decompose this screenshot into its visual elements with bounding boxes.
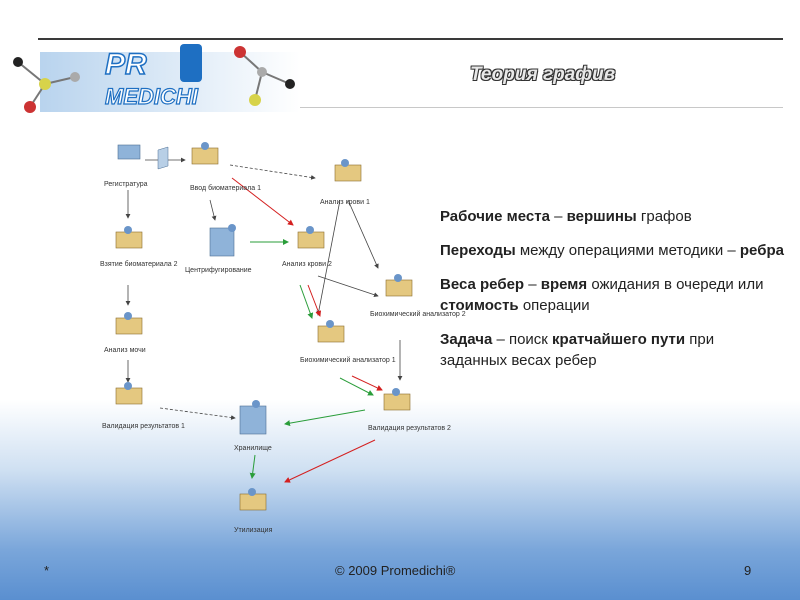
- edge: [284, 409, 366, 427]
- graph-node-vvod: Ввод биоматериала 1: [190, 142, 261, 192]
- person-icon: [392, 388, 400, 396]
- edge: [316, 199, 341, 316]
- edge: [347, 199, 379, 269]
- workstation-icon: [117, 144, 141, 160]
- bullet-item: Переходы между операциями методики – реб…: [440, 242, 784, 259]
- storage-icon: [239, 405, 267, 435]
- centrifuge-icon: [209, 227, 235, 257]
- workstation-icon: [115, 231, 143, 249]
- graph-node-centrifug: Центрифугирование: [185, 224, 252, 274]
- workstation-icon: [297, 231, 325, 249]
- svg-text:Анализ мочи: Анализ мочи: [104, 347, 146, 354]
- edge: [229, 164, 316, 180]
- workstation-icon: [334, 164, 362, 182]
- workstation-icon: [239, 493, 267, 511]
- edge: [231, 177, 294, 226]
- svg-text:Регистратура: Регистратура: [104, 181, 148, 188]
- graph-node-validaciya-1: Валидация результатов 1: [102, 382, 185, 430]
- edge: [159, 407, 236, 420]
- person-icon: [252, 400, 260, 408]
- workstation-icon: [191, 147, 219, 165]
- svg-text:Утилизация: Утилизация: [234, 527, 273, 534]
- workstation-icon: [115, 317, 143, 335]
- bullet-item: Веса ребер – время ожидания в очереди ил…: [440, 276, 764, 314]
- footer-copyright: © 2009 Promedichi®: [335, 563, 456, 578]
- footer-star: *: [44, 563, 50, 578]
- edge: [209, 199, 217, 221]
- svg-text:Анализ крови 1: Анализ крови 1: [320, 199, 370, 206]
- door-icon: [157, 146, 169, 170]
- graph-node-validaciya-2: Валидация результатов 2: [368, 388, 451, 432]
- svg-text:Биохимический анализатор 2: Биохимический анализатор 2: [370, 310, 466, 318]
- person-icon: [124, 382, 132, 390]
- person-icon: [248, 488, 256, 496]
- bullet-list: Рабочие места – вершины графов Переходы …: [440, 206, 785, 384]
- svg-text:Биохимический анализатор 1: Биохимический анализатор 1: [300, 356, 396, 364]
- logo-emblem-icon: [180, 44, 202, 82]
- svg-text:Валидация результатов 1: Валидация результатов 1: [102, 423, 185, 430]
- bullet-item: Задача – поиск кратчайшего пути при зада…: [440, 331, 715, 369]
- person-icon: [341, 159, 349, 167]
- workstation-icon: [317, 325, 345, 343]
- graph-edges: [125, 157, 403, 483]
- person-icon: [228, 224, 236, 232]
- logo-text-bottom: MEDICHI: [105, 84, 199, 109]
- promedichi-logo: PR MEDICHI: [13, 44, 300, 113]
- header-divider: [38, 38, 783, 40]
- edge: [317, 275, 379, 298]
- svg-text:Центрифугирование: Центрифугирование: [185, 267, 252, 274]
- svg-text:Хранилище: Хранилище: [234, 445, 272, 452]
- graph-node-biohim-1: Биохимический анализатор 1: [300, 320, 396, 364]
- background-gradient: [0, 400, 800, 600]
- svg-text:Валидация результатов 2: Валидация результатов 2: [368, 425, 451, 432]
- graph-node-utilizaciya: Утилизация: [234, 488, 273, 534]
- person-icon: [124, 312, 132, 320]
- graph-node-registratura: Регистратура: [104, 144, 169, 188]
- edge: [249, 454, 256, 479]
- bullet-item: Рабочие места – вершины графов: [440, 208, 692, 225]
- graph-node-hranilishe: Хранилище: [234, 400, 272, 452]
- svg-text:Ввод биоматериала 1: Ввод биоматериала 1: [190, 184, 261, 192]
- workstation-icon: [383, 393, 411, 411]
- graph-node-analiz-krovi-2: Анализ крови 2: [282, 226, 332, 268]
- edge: [307, 284, 321, 317]
- workstation-icon: [385, 279, 413, 297]
- title-underline: [300, 107, 783, 108]
- svg-text:Взятие биоматериала 2: Взятие биоматериала 2: [100, 260, 178, 268]
- page-number: 9: [744, 563, 752, 578]
- edge: [339, 377, 374, 396]
- person-icon: [326, 320, 334, 328]
- person-icon: [124, 226, 132, 234]
- graph-node-analiz-mochi: Анализ мочи: [104, 312, 146, 354]
- person-icon: [201, 142, 209, 150]
- logo-text-top: PR: [105, 48, 147, 81]
- slide-title: Теория графив: [470, 64, 616, 85]
- person-icon: [306, 226, 314, 234]
- edge: [284, 439, 376, 483]
- graph-node-vzyatie: Взятие биоматериала 2: [100, 226, 178, 268]
- graph-node-analiz-krovi-1: Анализ крови 1: [320, 159, 370, 206]
- edge: [299, 284, 314, 319]
- person-icon: [394, 274, 402, 282]
- graph-node-biohim-2: Биохимический анализатор 2: [370, 274, 466, 318]
- workstation-icon: [115, 387, 143, 405]
- svg-text:Анализ крови 2: Анализ крови 2: [282, 261, 332, 268]
- edge: [351, 375, 383, 391]
